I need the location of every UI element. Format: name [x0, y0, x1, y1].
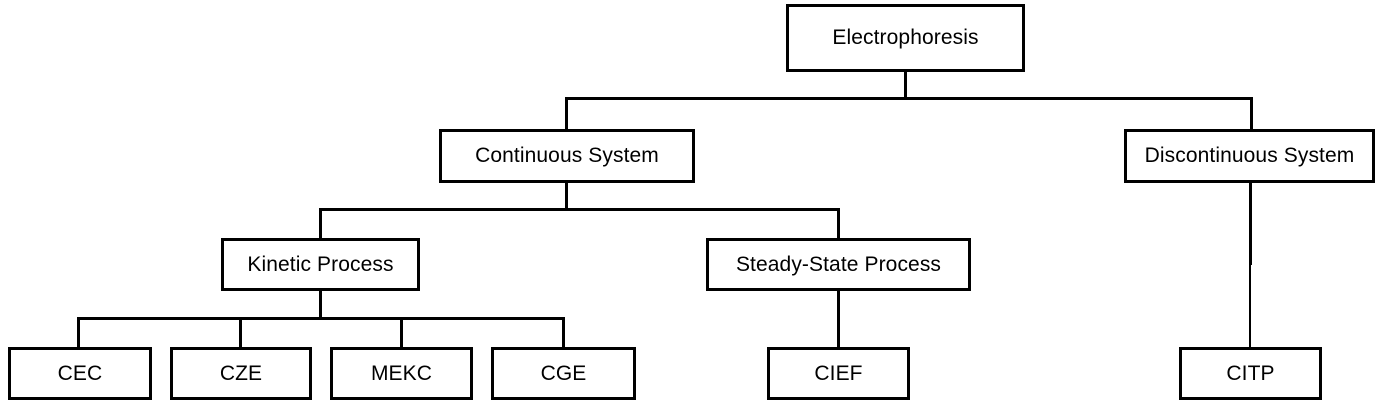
- edge-to-cief: [837, 290, 840, 348]
- node-continuous-system[interactable]: Continuous System: [439, 129, 695, 183]
- node-mekc[interactable]: MEKC: [330, 347, 473, 400]
- edge-to-citp-lower: [1249, 264, 1251, 348]
- node-continuous-system-label: Continuous System: [475, 144, 659, 167]
- node-electrophoresis[interactable]: Electrophoresis: [786, 4, 1025, 72]
- node-cec[interactable]: CEC: [8, 347, 152, 400]
- node-kinetic-process-label: Kinetic Process: [247, 252, 394, 276]
- node-mekc-label: MEKC: [370, 361, 433, 385]
- node-discontinuous-system[interactable]: Discontinuous System: [1124, 129, 1375, 183]
- edge-kinetic-stem: [319, 290, 322, 319]
- node-cge[interactable]: CGE: [491, 347, 636, 400]
- edge-leaf-bus: [77, 317, 565, 320]
- node-cze[interactable]: CZE: [170, 347, 312, 400]
- edge-continuous-stem: [565, 182, 568, 211]
- node-cze-label: CZE: [219, 361, 263, 385]
- edge-to-cec: [77, 317, 80, 348]
- node-electrophoresis-label: Electrophoresis: [832, 26, 979, 49]
- node-steady-state-process[interactable]: Steady-State Process: [706, 238, 971, 291]
- edge-to-discontinuous: [1250, 97, 1253, 130]
- edge-to-cze: [239, 317, 242, 348]
- node-cge-label: CGE: [540, 361, 587, 385]
- edge-level1-bus: [565, 97, 1253, 100]
- edge-to-cge: [562, 317, 565, 348]
- edge-to-continuous: [565, 97, 568, 130]
- node-cec-label: CEC: [57, 361, 103, 385]
- edge-root-stem: [904, 71, 907, 100]
- node-cief[interactable]: CIEF: [767, 347, 910, 400]
- node-kinetic-process[interactable]: Kinetic Process: [221, 238, 420, 291]
- node-discontinuous-system-label: Discontinuous System: [1144, 144, 1355, 167]
- edge-to-citp: [1249, 182, 1252, 265]
- node-citp[interactable]: CITP: [1179, 347, 1322, 400]
- node-citp-label: CITP: [1226, 361, 1275, 385]
- node-cief-label: CIEF: [814, 361, 863, 385]
- edge-to-kinetic: [319, 208, 322, 240]
- edge-level2-bus: [319, 208, 840, 211]
- edge-to-mekc: [400, 317, 403, 348]
- edge-to-steady-state: [837, 208, 840, 240]
- node-steady-state-process-label: Steady-State Process: [735, 252, 942, 276]
